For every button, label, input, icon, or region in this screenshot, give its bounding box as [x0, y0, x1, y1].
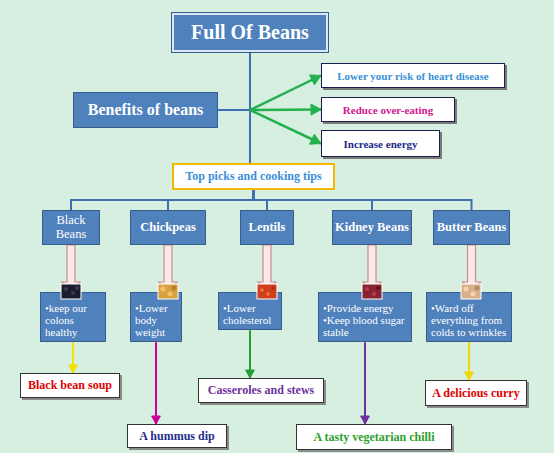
connector [218, 110, 321, 144]
recipe-box: A tasty vegetarian chilli [296, 424, 452, 450]
benefit-box: Lower your risk of heart disease [321, 63, 505, 88]
node-label: Increase energy [343, 138, 417, 150]
benefit-box: Reduce over-eating [321, 97, 455, 122]
connector-line [155, 342, 157, 424]
benefit-info-box: •Ward off everything from colds to wrink… [426, 292, 512, 342]
node-label: Black bean soup [28, 378, 112, 393]
node-label: A delicious curry [432, 386, 519, 401]
connector-line [250, 108, 321, 111]
connector-line [168, 190, 254, 210]
benefit-info-box: •Lower cholesterol [218, 292, 282, 330]
node-label: Lentils [249, 221, 286, 235]
node-label: Chickpeas [140, 221, 196, 235]
arrow-head [465, 372, 474, 380]
node-label: Full Of Beans [191, 21, 309, 44]
connector [69, 342, 78, 373]
node-label: •Lower body weight [135, 302, 178, 338]
connector-line [254, 190, 472, 210]
node-label: Lower your risk of heart disease [337, 70, 488, 82]
connector-line [250, 110, 321, 144]
block-arrow [463, 245, 481, 292]
benefit-info-box: •Provide energy•Keep blood sugar stable [318, 292, 412, 342]
benefit-info-box: •keep our colons healthy [40, 292, 106, 342]
connector [218, 52, 250, 110]
arrow-head [310, 134, 321, 144]
node-label: Black Beans [43, 214, 99, 242]
node-label: Reduce over-eating [343, 104, 433, 116]
connector [71, 190, 254, 210]
connector [168, 190, 254, 210]
node-label: •Keep blood sugar stable [323, 314, 408, 338]
connector [363, 245, 381, 292]
node-label: Top picks and cooking tips [185, 169, 321, 184]
node-label: Kidney Beans [335, 221, 409, 235]
block-arrow [258, 245, 276, 292]
block-arrow [159, 245, 177, 292]
arrow-head [246, 370, 255, 378]
heading-box: Benefits of beans [73, 92, 218, 128]
title-box: Full Of Beans [172, 13, 328, 52]
block-arrow [62, 245, 80, 292]
arrow-head [310, 75, 321, 85]
connector-line [218, 109, 250, 111]
connector [218, 75, 321, 110]
connector [159, 245, 177, 292]
connector [218, 104, 321, 115]
node-label: A hummus dip [139, 429, 214, 444]
connector-line [218, 109, 250, 111]
connector [465, 342, 474, 380]
connector [250, 52, 251, 163]
bean-box: Kidney Beans [332, 210, 412, 245]
bean-box: Butter Beans [433, 210, 510, 245]
arrow-head [311, 104, 321, 115]
connector [254, 190, 472, 210]
bean-box: Black Beans [42, 210, 100, 245]
arrow-head [69, 365, 78, 373]
connector [258, 245, 276, 292]
connector [152, 342, 161, 424]
arrow-head [361, 416, 370, 424]
connector-line [71, 190, 254, 210]
recipe-box: A delicious curry [425, 380, 527, 406]
connector [361, 342, 370, 424]
connector-line [250, 76, 321, 111]
connector [62, 245, 80, 292]
node-label: •Ward off everything from colds to wrink… [431, 302, 508, 338]
node-label: •Lower cholesterol [223, 302, 278, 326]
bean-box: Chickpeas [130, 210, 206, 245]
connector-line [364, 342, 366, 424]
arrow-head [152, 416, 161, 424]
node-label: Benefits of beans [88, 101, 204, 119]
connector [246, 330, 255, 378]
benefit-box: Increase energy [321, 130, 440, 157]
connector-line [249, 52, 251, 163]
bean-box: Lentils [240, 210, 294, 245]
node-label: •Provide energy [323, 302, 394, 314]
node-label: A tasty vegetarian chilli [314, 430, 435, 445]
node-label: Casseroles and stews [208, 383, 314, 398]
node-label: Butter Beans [437, 221, 507, 235]
recipe-box: A hummus dip [127, 424, 227, 448]
node-label: •keep our colons healthy [45, 302, 102, 338]
recipe-box: Black bean soup [20, 373, 120, 398]
connector [463, 245, 481, 292]
block-arrow [363, 245, 381, 292]
connector-line [218, 52, 250, 110]
recipe-box: Casseroles and stews [198, 378, 324, 403]
connector-line [218, 109, 250, 111]
section-box: Top picks and cooking tips [172, 163, 335, 190]
benefit-info-box: •Lower body weight [130, 292, 182, 342]
